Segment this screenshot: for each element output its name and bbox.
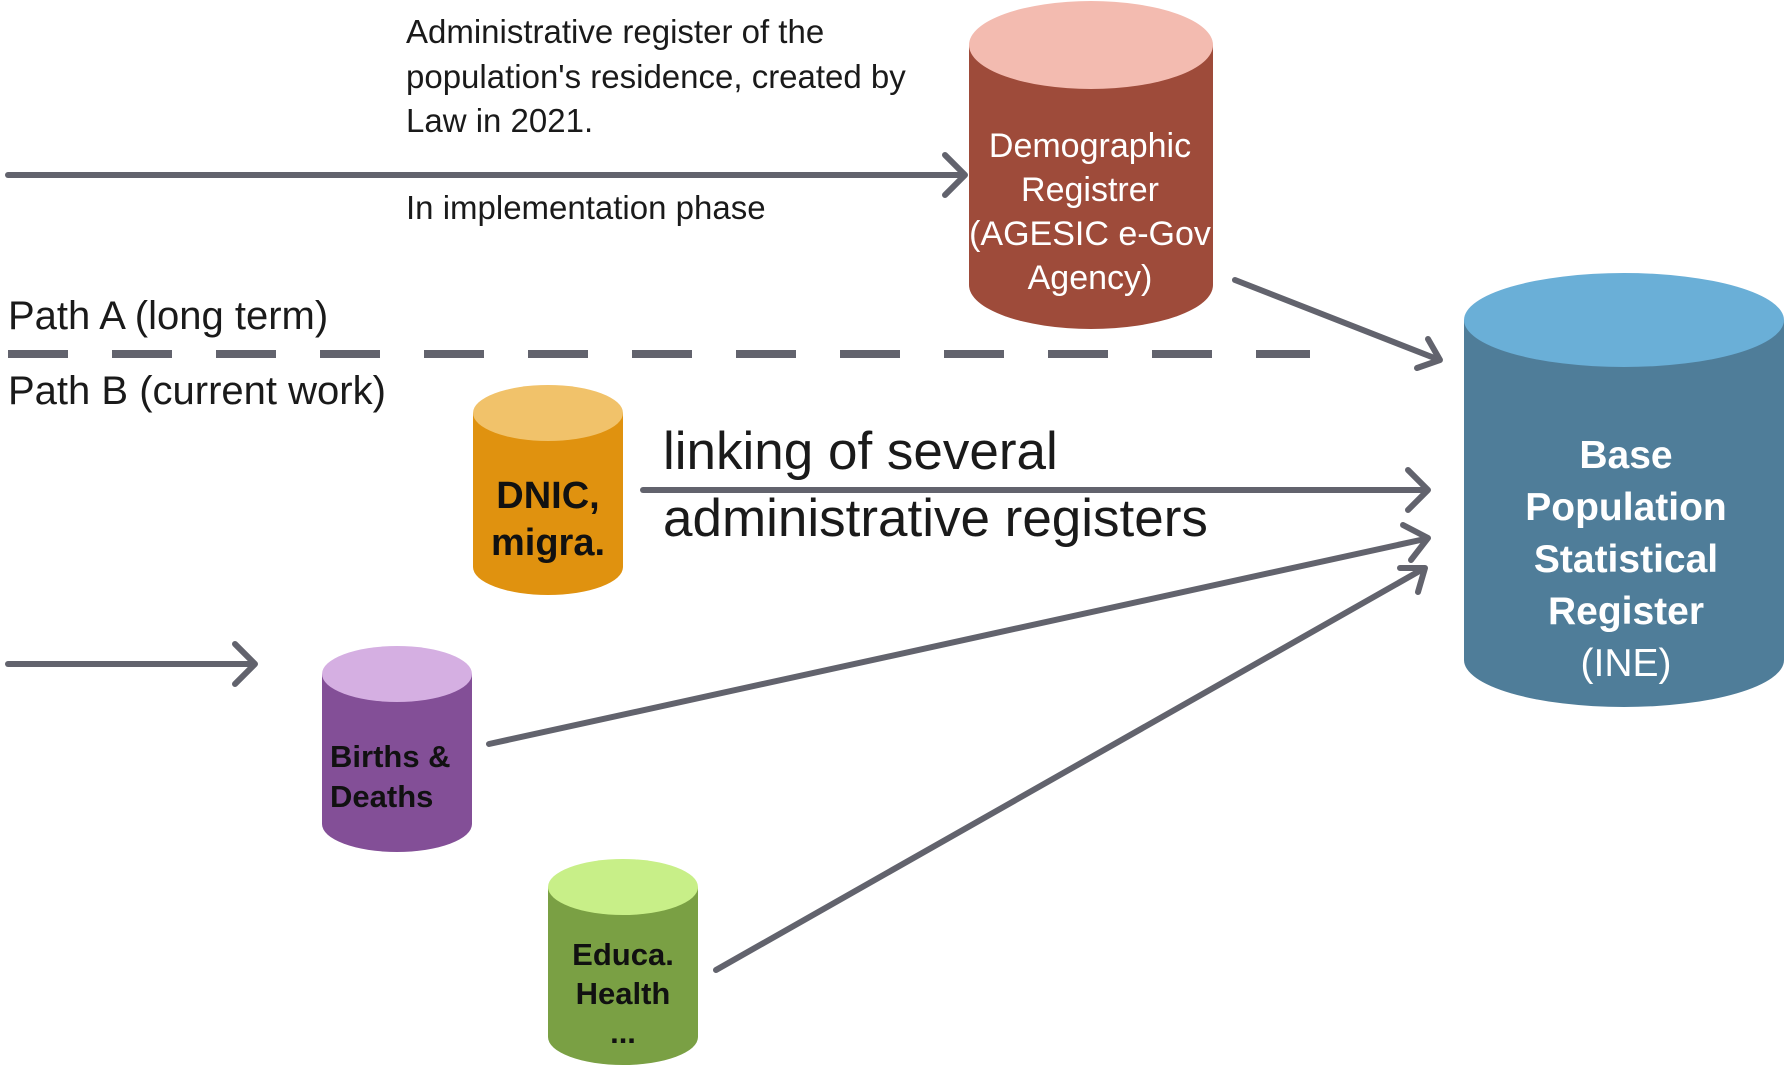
path-a-status: In implementation phase	[406, 189, 766, 226]
demographic-register-body	[969, 45, 1213, 329]
path-a-label: Path A (long term)	[8, 294, 329, 338]
path-a-note-line1: Administrative register of the	[406, 13, 825, 50]
base-register-label: Base Population Statistical Register (IN…	[1466, 430, 1786, 690]
linking-label-line2: administrative registers	[663, 489, 1208, 548]
base-register-cylinder	[1464, 273, 1784, 707]
births-register-label-line1: Births &	[330, 739, 451, 774]
demographic-register-label-line1: Demographic	[988, 127, 1192, 165]
dnic-register-cylinder	[473, 385, 623, 595]
educa-register-label-line1: Educa.	[572, 936, 674, 972]
births-register-label: Births & Deaths	[322, 732, 472, 822]
educa-register-label-line3: ...	[610, 1014, 636, 1050]
educa-register-label: Educa. Health ...	[548, 928, 698, 1058]
dnic-register-top	[473, 385, 623, 441]
path-a-note-line3: Law in 2021.	[406, 102, 594, 139]
base-register-top	[1464, 273, 1784, 367]
arrow-births-to-base	[486, 522, 1431, 747]
base-register-label-line5: (INE)	[1580, 642, 1672, 685]
births-register-body	[322, 674, 472, 852]
educa-register-top	[548, 859, 698, 915]
base-register-label-line3: Statistical	[1533, 538, 1719, 581]
arrow-to-demographic-register	[5, 152, 968, 198]
base-register-body	[1464, 320, 1784, 707]
births-register-top	[322, 646, 472, 702]
demographic-register-label-line4: Agency)	[1027, 259, 1153, 297]
path-b-label: Path B (current work)	[8, 369, 386, 413]
demographic-register-label: Demographic Registrer (AGESIC e-Gov Agen…	[968, 118, 1212, 306]
demographic-register-label-line3: (AGESIC e-Gov	[969, 215, 1211, 253]
births-register-cylinder	[322, 646, 472, 852]
educa-register-cylinder	[548, 859, 698, 1065]
educa-register-label-line2: Health	[575, 975, 671, 1011]
base-register-label-line2: Population	[1525, 486, 1727, 529]
dnic-register-label: DNIC, migra.	[473, 460, 623, 580]
base-register-label-line4: Register	[1547, 590, 1705, 633]
linking-label-line1: linking of several	[663, 422, 1058, 481]
base-register-label-line1: Base	[1579, 434, 1673, 477]
demographic-register-label-line2: Registrer	[1021, 171, 1159, 209]
births-register-label-line2: Deaths	[330, 779, 434, 814]
arrow-incoming-to-births	[5, 641, 258, 687]
path-a-note-line2: population's residence, created by	[406, 58, 906, 95]
arrow-educa-to-base	[713, 565, 1428, 973]
dnic-register-body	[473, 413, 623, 595]
educa-register-body	[548, 887, 698, 1065]
demographic-register-cylinder	[969, 1, 1213, 329]
dnic-register-label-line2: migra.	[490, 522, 606, 564]
demographic-register-top	[969, 1, 1213, 89]
dnic-register-label-line1: DNIC,	[496, 475, 600, 517]
arrow-dnic-to-base	[640, 467, 1431, 513]
arrow-demographic-to-base	[1232, 277, 1443, 371]
